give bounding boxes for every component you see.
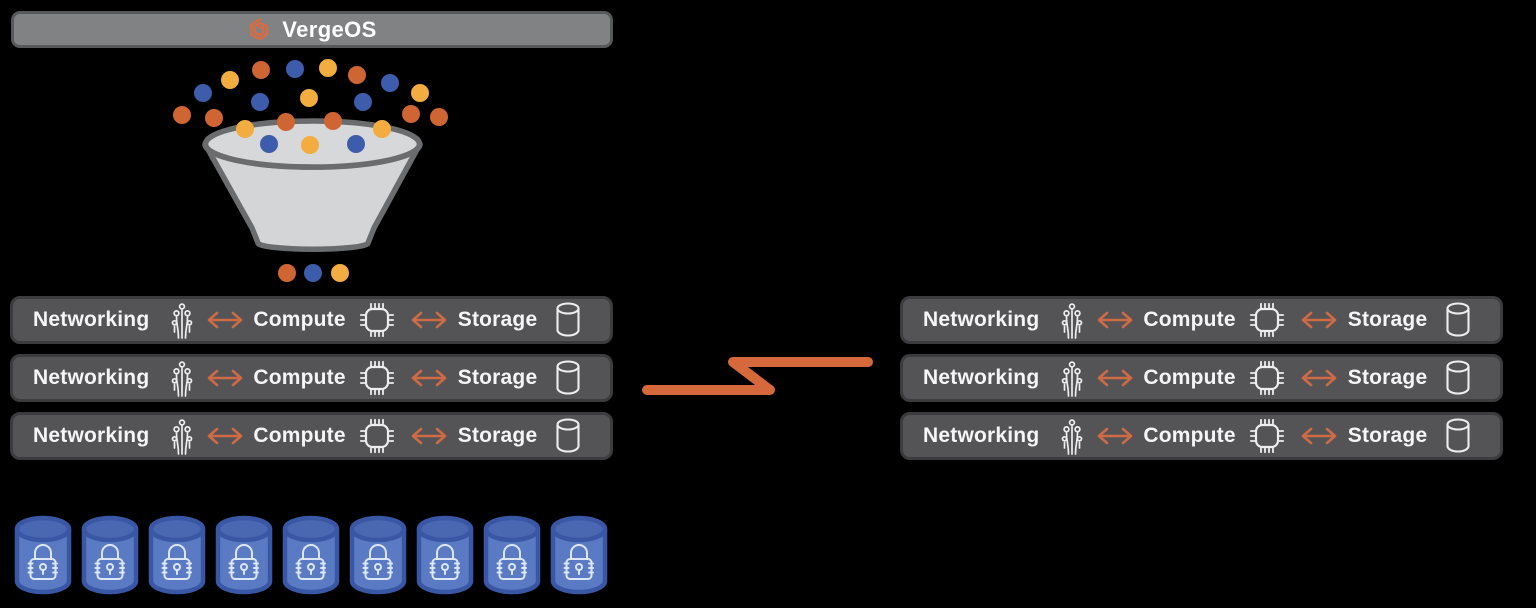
cpu-chip-icon bbox=[359, 360, 394, 396]
encrypted-drive-icon bbox=[550, 515, 608, 595]
storage-label: Storage bbox=[1347, 424, 1428, 447]
lock-icon bbox=[429, 544, 460, 580]
blue-dot bbox=[194, 84, 212, 102]
storage-cylinder-icon bbox=[556, 418, 580, 453]
compute-label: Compute bbox=[1143, 366, 1236, 389]
orange-dot bbox=[348, 66, 366, 84]
networking-label: Networking bbox=[923, 308, 1040, 331]
lock-icon bbox=[362, 544, 393, 580]
encrypted-drive-icon bbox=[215, 515, 273, 595]
bidirectional-arrow-icon bbox=[208, 369, 243, 387]
networking-label: Networking bbox=[923, 366, 1040, 389]
compute-label: Compute bbox=[253, 308, 346, 331]
storage-cylinder-icon bbox=[556, 302, 580, 337]
storage-cylinder-icon bbox=[1446, 360, 1470, 395]
cpu-chip-icon bbox=[1249, 418, 1284, 454]
compute-label: Compute bbox=[1143, 308, 1236, 331]
storage-label: Storage bbox=[1347, 308, 1428, 331]
blue-dot bbox=[354, 93, 372, 111]
storage-cylinder-icon bbox=[556, 360, 580, 395]
bidirectional-arrow-icon bbox=[1301, 369, 1337, 387]
compute-label: Compute bbox=[253, 366, 346, 389]
lock-icon bbox=[27, 544, 58, 580]
networking-label: Networking bbox=[33, 308, 150, 331]
lock-icon bbox=[228, 544, 259, 580]
bidirectional-arrow-icon bbox=[208, 311, 243, 329]
bidirectional-arrow-icon bbox=[1098, 427, 1133, 445]
network-circuit-icon bbox=[1061, 419, 1083, 455]
orange-dot bbox=[430, 108, 448, 126]
orange-dot bbox=[252, 61, 270, 79]
network-circuit-icon bbox=[171, 361, 193, 397]
yellow-dot bbox=[300, 89, 318, 107]
bidirectional-arrow-icon bbox=[1098, 369, 1133, 387]
cpu-chip-icon bbox=[359, 418, 394, 454]
cpu-chip-icon bbox=[359, 302, 394, 338]
lock-icon bbox=[496, 544, 527, 580]
node-bar: Networking Compute bbox=[10, 412, 613, 460]
network-circuit-icon bbox=[171, 303, 193, 339]
networking-label: Networking bbox=[923, 424, 1040, 447]
node-bar: Networking Compute bbox=[10, 296, 613, 344]
networking-label: Networking bbox=[33, 366, 150, 389]
storage-cylinder-icon bbox=[1446, 302, 1470, 337]
network-circuit-icon bbox=[1061, 361, 1083, 397]
compute-label: Compute bbox=[253, 424, 346, 447]
orange-dot bbox=[278, 264, 296, 282]
node-bar: Networking Compute bbox=[900, 354, 1503, 402]
network-circuit-icon bbox=[1061, 303, 1083, 339]
bidirectional-arrow-icon bbox=[1301, 311, 1337, 329]
yellow-dot bbox=[411, 84, 429, 102]
zigzag-transfer-arrow bbox=[642, 357, 873, 395]
lock-icon bbox=[161, 544, 192, 580]
vergeos-title: VergeOS bbox=[282, 16, 377, 42]
lock-icon bbox=[295, 544, 326, 580]
blue-dot bbox=[286, 60, 304, 78]
orange-dot bbox=[173, 106, 191, 124]
bidirectional-arrow-icon bbox=[1098, 311, 1133, 329]
storage-label: Storage bbox=[457, 424, 538, 447]
encrypted-drive-icon bbox=[483, 515, 541, 595]
lock-icon bbox=[94, 544, 125, 580]
node-bar: Networking Compute bbox=[900, 296, 1503, 344]
storage-cylinder-icon bbox=[1446, 418, 1470, 453]
cpu-chip-icon bbox=[1249, 302, 1284, 338]
blue-dot bbox=[381, 74, 399, 92]
encrypted-drive-icon bbox=[14, 515, 72, 595]
encrypted-drive-icon bbox=[148, 515, 206, 595]
bidirectional-arrow-icon bbox=[208, 427, 243, 445]
blue-dot bbox=[304, 264, 322, 282]
compute-label: Compute bbox=[1143, 424, 1236, 447]
encrypted-drive-icon bbox=[282, 515, 340, 595]
storage-label: Storage bbox=[457, 366, 538, 389]
encrypted-drive-icon bbox=[349, 515, 407, 595]
encrypted-drive-icon bbox=[81, 515, 139, 595]
network-circuit-icon bbox=[171, 419, 193, 455]
encrypted-drive-icon bbox=[416, 515, 474, 595]
storage-label: Storage bbox=[1347, 366, 1428, 389]
yellow-dot bbox=[319, 59, 337, 77]
vergeos-logo-icon bbox=[250, 17, 269, 40]
cpu-chip-icon bbox=[1249, 360, 1284, 396]
yellow-dot bbox=[221, 71, 239, 89]
funnel-icon bbox=[202, 118, 423, 252]
yellow-dot bbox=[331, 264, 349, 282]
vergeos-title-bar: VergeOS bbox=[11, 11, 613, 48]
bidirectional-arrow-icon bbox=[411, 311, 447, 329]
lock-icon bbox=[563, 544, 594, 580]
bidirectional-arrow-icon bbox=[1301, 427, 1337, 445]
left-node-cluster: Networking Compute bbox=[10, 296, 613, 460]
right-node-cluster: Networking Compute bbox=[900, 296, 1503, 460]
bidirectional-arrow-icon bbox=[411, 427, 447, 445]
bidirectional-arrow-icon bbox=[411, 369, 447, 387]
node-bar: Networking Compute bbox=[900, 412, 1503, 460]
blue-dot bbox=[251, 93, 269, 111]
storage-label: Storage bbox=[457, 308, 538, 331]
networking-label: Networking bbox=[33, 424, 150, 447]
encrypted-drives-row bbox=[13, 513, 609, 600]
node-bar: Networking Compute bbox=[10, 354, 613, 402]
